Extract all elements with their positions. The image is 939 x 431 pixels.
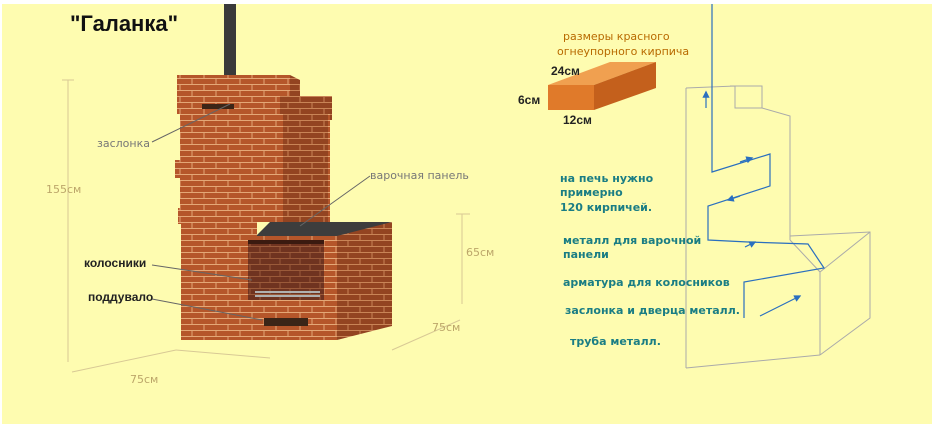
brick-caption-line1: размеры красного: [563, 30, 670, 43]
label-cooking-panel: варочная панель: [370, 169, 469, 182]
diagram-title: "Галанка": [70, 11, 178, 36]
chimney-pipe: [224, 4, 236, 76]
damper-slot: [202, 104, 234, 109]
ash-pit-door: [264, 318, 308, 326]
note-line-3: 120 кирпичей.: [560, 201, 652, 214]
brick-height: 6см: [518, 93, 540, 107]
note-line-8: труба металл.: [570, 335, 661, 348]
note-line-1: на печь нужно: [560, 172, 654, 185]
firebox-opening: [248, 240, 324, 300]
note-line-5: панели: [563, 248, 609, 261]
schematic-outline: [685, 85, 871, 369]
smoke-path: [702, 4, 826, 318]
note-line-6: арматура для колосников: [563, 276, 730, 289]
stove-lower-block: [181, 222, 392, 340]
dimension-lines: [62, 79, 470, 373]
dim-height-panel: 65см: [466, 246, 494, 259]
dim-height-total: 155см: [46, 183, 81, 196]
dim-width: 75см: [130, 373, 158, 386]
note-line-7: заслонка и дверца металл.: [565, 304, 740, 317]
brick-caption-line2: огнеупорного кирпича: [557, 45, 689, 58]
brick-width: 12см: [563, 113, 592, 127]
label-damper: заслонка: [97, 137, 150, 150]
dim-depth: 75см: [432, 321, 460, 334]
materials-notes: на печь нужно примерно 120 кирпичей. мет…: [560, 172, 740, 348]
label-ash-pit: поддувало: [88, 290, 153, 304]
brick-illustration: размеры красного огнеупорного кирпича 24…: [518, 30, 689, 127]
label-grates: колосники: [84, 256, 146, 270]
note-line-2: примерно: [560, 186, 623, 199]
stove-upper-block: [175, 75, 332, 224]
note-line-4: металл для варочной: [563, 234, 701, 247]
brick-length: 24см: [551, 64, 580, 78]
